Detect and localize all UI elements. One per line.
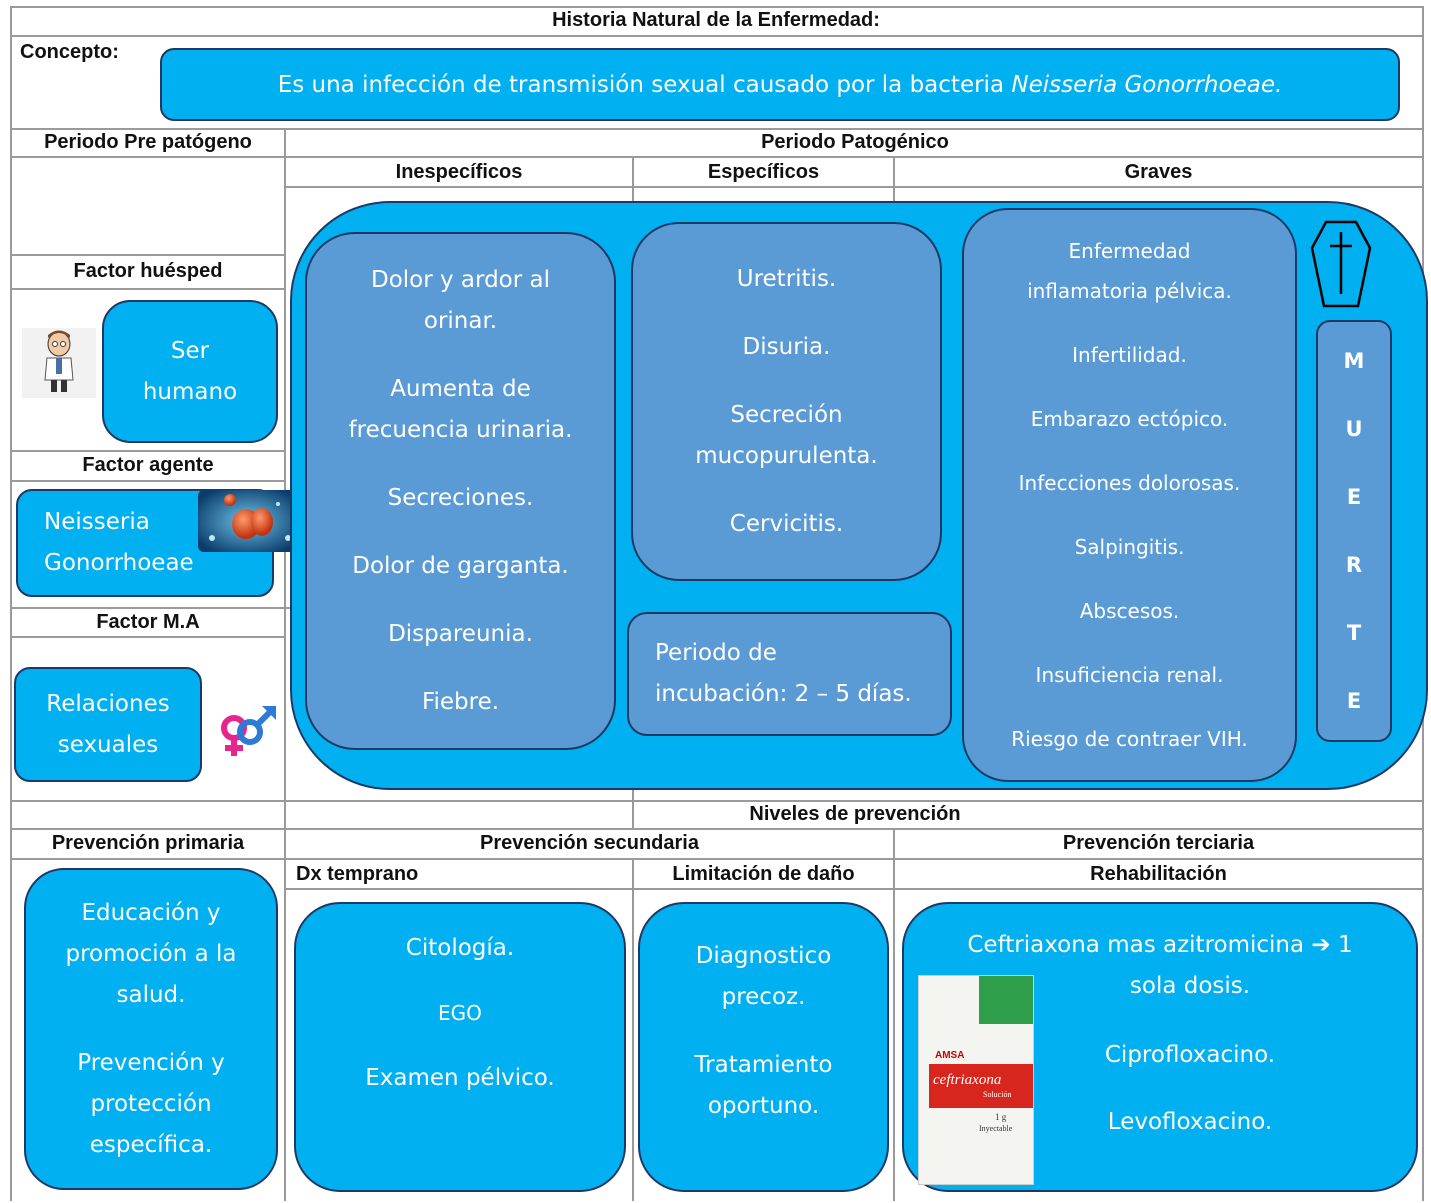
gender-symbols-icon <box>210 700 284 762</box>
factor-huesped-label: Factor huésped <box>73 260 223 282</box>
limitacion-line: precoz. <box>721 984 806 1010</box>
col-especificos: Específicos <box>707 161 820 183</box>
inespecifico-line: Fiebre. <box>421 688 500 715</box>
medicine-brand: AMSA <box>935 1050 965 1061</box>
prevencion-terciaria-label: Prevención terciaria <box>1062 832 1255 854</box>
dx-temprano-label: Dx temprano <box>296 863 419 885</box>
rehab-line: Ciprofloxacino. <box>1104 1042 1276 1068</box>
medicine-route: Inyectable <box>979 1124 1013 1133</box>
primaria-line: Prevención y <box>77 1049 225 1076</box>
especifico-line: Disuria. <box>742 333 831 360</box>
ma-box: Relaciones sexuales <box>14 667 202 782</box>
especifico-line: mucopurulenta. <box>695 442 878 469</box>
muerte-letter: M <box>1343 349 1365 373</box>
col-graves: Graves <box>1124 161 1193 183</box>
grave-line: Infecciones dolorosas. <box>1018 471 1241 495</box>
huesped-line: humano <box>142 378 238 405</box>
inespecifico-line: frecuencia urinaria. <box>348 416 573 443</box>
limitacion-box: Diagnostico precoz. Tratamiento oportuno… <box>638 902 889 1192</box>
primaria-line: salud. <box>116 981 186 1008</box>
graves-box: Enfermedad inflamatoria pélvica. Inferti… <box>962 208 1297 782</box>
medicine-name: ceftriaxona <box>933 1072 1002 1088</box>
muerte-letter: T <box>1346 621 1362 645</box>
rehab-line: sola dosis. <box>1129 973 1251 999</box>
grave-line: inflamatoria pélvica. <box>1027 279 1232 303</box>
bacteria-image <box>198 490 298 552</box>
factor-agente-label: Factor agente <box>82 454 214 476</box>
grave-line: Infertilidad. <box>1072 343 1187 367</box>
inespecifico-line: Secreciones. <box>387 484 534 511</box>
dx-line: Citología. <box>405 935 515 961</box>
especifico-line: Secreción <box>730 401 843 428</box>
medicine-red-band <box>929 1064 1033 1108</box>
inespecifico-line: Dispareunia. <box>388 620 533 647</box>
incubacion-box: Periodo de incubación: 2 – 5 días. <box>627 612 952 736</box>
huesped-line: Ser <box>170 337 210 364</box>
prevencion-secundaria-label: Prevención secundaria <box>480 832 699 854</box>
incubacion-line: Periodo de <box>655 640 777 666</box>
factor-ma-label: Factor M.A <box>96 611 200 633</box>
especificos-box: Uretritis. Disuria. Secreción mucopurule… <box>631 222 942 581</box>
primaria-box: Educación y promoción a la salud. Preven… <box>24 868 278 1190</box>
incubacion-line: incubación: 2 – 5 días. <box>655 681 912 707</box>
rehab-line: Levofloxacino. <box>1107 1109 1273 1135</box>
dx-line: EGO <box>438 1001 482 1025</box>
grave-line: Salpingitis. <box>1074 535 1185 559</box>
grave-line: Enfermedad <box>1068 239 1191 263</box>
agente-line: Neisseria <box>44 509 150 535</box>
inespecifico-line: Dolor de garganta. <box>352 552 569 579</box>
dx-temprano-box: Citología. EGO Examen pélvico. <box>294 902 626 1192</box>
ma-line: sexuales <box>57 731 159 758</box>
page-title: Historia Natural de la Enfermedad: <box>552 9 880 31</box>
primaria-line: promoción a la <box>65 940 237 967</box>
grave-line: Insuficiencia renal. <box>1035 663 1224 687</box>
primaria-line: específica. <box>89 1131 213 1158</box>
concepto-box: Es una infección de transmisión sexual c… <box>160 48 1400 121</box>
muerte-letter: E <box>1346 689 1362 713</box>
primaria-line: protección <box>90 1090 212 1117</box>
limitacion-label: Limitación de daño <box>672 863 855 885</box>
especifico-line: Uretritis. <box>736 265 837 292</box>
limitacion-line: oportuno. <box>707 1093 820 1119</box>
concepto-label: Concepto: <box>20 41 119 63</box>
col-inespecificos: Inespecíficos <box>395 161 523 183</box>
dx-line: Examen pélvico. <box>365 1065 555 1091</box>
grave-line: Embarazo ectópico. <box>1030 407 1229 431</box>
patogenico-title: Periodo Patogénico <box>761 131 949 153</box>
ceftriaxona-medicine-image: AMSA ceftriaxona Solución 1 g Inyectable <box>918 975 1034 1185</box>
rehabilitacion-label: Rehabilitación <box>1090 863 1227 885</box>
limitacion-line: Diagnostico <box>695 943 832 969</box>
muerte-letter: E <box>1346 485 1362 509</box>
primaria-line: Educación y <box>81 899 221 926</box>
prepatogeno-title: Periodo Pre patógeno <box>44 131 252 153</box>
medicine-solution: Solución <box>983 1090 1012 1099</box>
inespecificos-box: Dolor y ardor al orinar. Aumenta de frec… <box>305 232 616 750</box>
grave-line: Abscesos. <box>1079 599 1180 623</box>
ma-line: Relaciones <box>46 690 170 717</box>
muerte-box: M U E R T E <box>1316 320 1392 742</box>
rehab-line: Ceftriaxona mas azitromicina ➔ 1 <box>967 932 1353 958</box>
limitacion-line: Tratamiento <box>694 1052 833 1078</box>
huesped-box: Ser humano <box>102 300 278 443</box>
grave-line: Riesgo de contraer VIH. <box>1011 727 1248 751</box>
medicine-dose: 1 g <box>995 1112 1007 1122</box>
agente-line: Gonorrhoeae <box>44 550 194 576</box>
muerte-letter: R <box>1345 553 1363 577</box>
doctor-icon <box>22 328 96 398</box>
inespecifico-line: Dolor y ardor al <box>370 266 550 293</box>
inespecifico-line: orinar. <box>423 307 498 334</box>
concepto-text: Es una infección de transmisión sexual c… <box>277 71 1283 98</box>
prevencion-title: Niveles de prevención <box>749 803 961 825</box>
inespecifico-line: Aumenta de <box>390 375 531 402</box>
especifico-line: Cervicitis. <box>729 510 844 537</box>
prevencion-primaria-label: Prevención primaria <box>51 832 245 854</box>
medicine-green-band <box>979 976 1033 1024</box>
muerte-letter: U <box>1345 417 1363 441</box>
coffin-icon <box>1308 218 1374 310</box>
